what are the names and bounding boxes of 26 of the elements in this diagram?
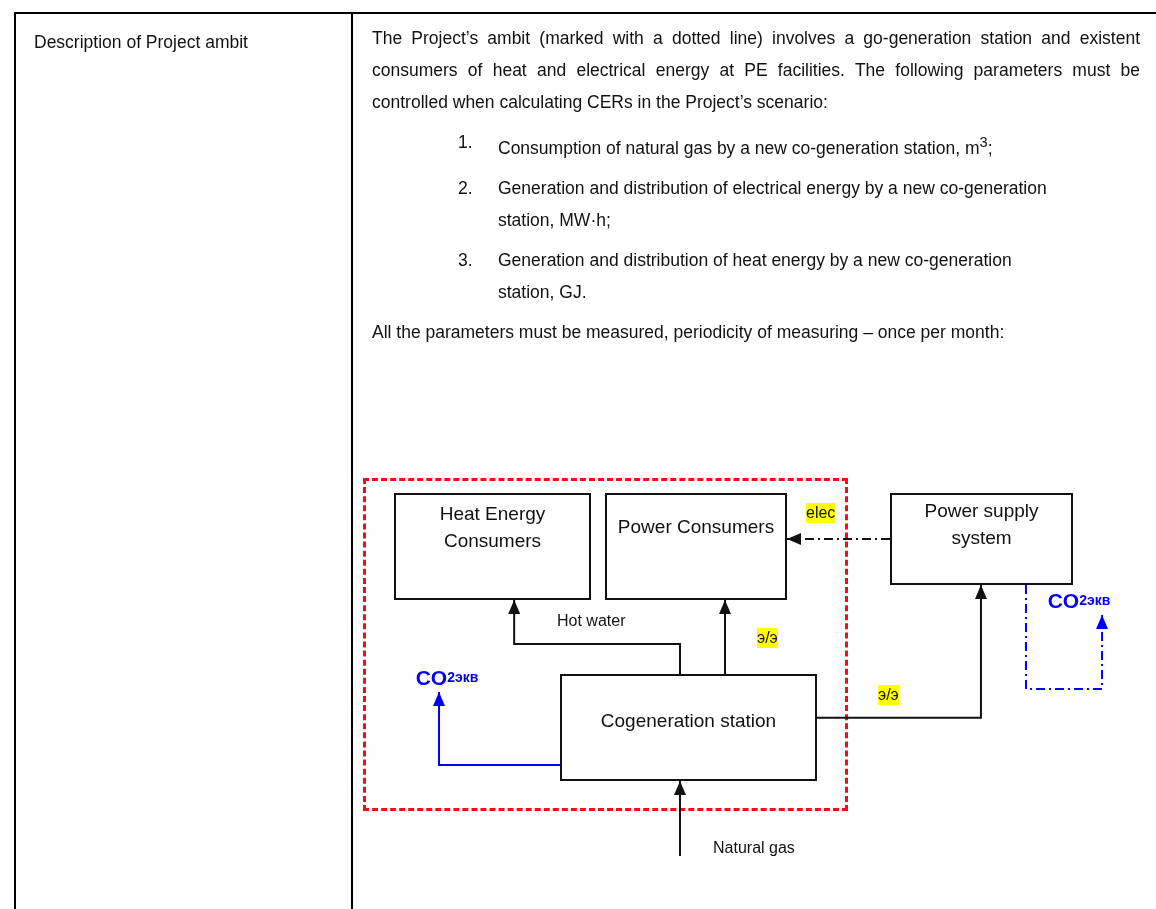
description-text: All the parameters must be measured, periodicity of measuring – once per month: xyxy=(372,320,1006,344)
list-item: Generation and distribution of heat energy by a new co-generation station, GJ. xyxy=(498,248,1013,304)
list-item: Generation and distribution of electrical energy by a new co-generation station, MW·h; xyxy=(498,176,1048,232)
edge-label: Hot water xyxy=(557,611,626,631)
edge-label: э/э xyxy=(757,628,778,648)
arrow xyxy=(433,691,561,766)
process-box: Heat Energy Consumers xyxy=(394,493,591,600)
arrow xyxy=(786,533,891,545)
arrow xyxy=(508,599,681,675)
list-number: 3. xyxy=(458,248,474,272)
process-box: Cogeneration station xyxy=(560,674,817,781)
arrow xyxy=(719,599,731,675)
edge-label: elec xyxy=(806,503,836,523)
arrow xyxy=(1024,584,1109,690)
arrow xyxy=(816,584,987,719)
row-header: Description of Project ambit xyxy=(34,31,248,54)
list-number: 1. xyxy=(458,131,474,154)
description-text: The Project’s ambit (marked with a dotted line) involves a go-generation station and existent consumers of heat and electrical energy at PE facilities. The following parameters must be controlled when calculating CERs in the Project’s scenario: xyxy=(372,27,1140,114)
list-number: 2. xyxy=(458,176,474,200)
edge-label: э/э xyxy=(878,685,899,705)
list-item: Consumption of natural gas by a new co-generation station, m$^{3}$; xyxy=(498,133,994,160)
boundary-box xyxy=(363,478,848,811)
arrow xyxy=(674,780,686,857)
process-box: Power Consumers xyxy=(605,493,787,600)
process-box: Power supply system xyxy=(890,493,1073,585)
edge-label: Natural gas xyxy=(713,838,795,858)
